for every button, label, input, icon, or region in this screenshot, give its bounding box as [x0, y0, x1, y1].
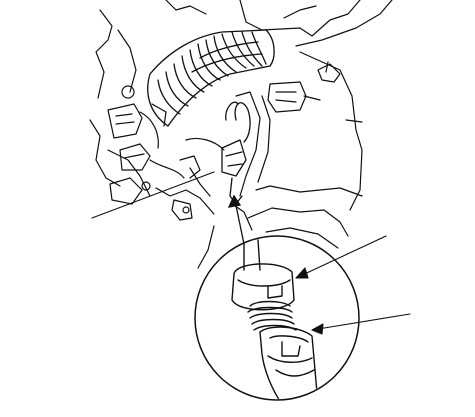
intake-air-duct [147, 29, 275, 127]
detail-arrow [227, 194, 245, 245]
fitting-spring [247, 300, 297, 331]
leader-hose [311, 313, 411, 335]
wire-harness-connectors [107, 85, 225, 221]
leader-cap [295, 235, 387, 279]
fitting-stem [243, 239, 261, 271]
hose-end [259, 326, 319, 399]
fitting-cap [231, 263, 295, 311]
detail-magnifier [194, 235, 360, 401]
vacuum-hose-fitting [221, 101, 251, 205]
engine-compartment-outline [89, 0, 393, 269]
leader-fitting [91, 171, 215, 219]
